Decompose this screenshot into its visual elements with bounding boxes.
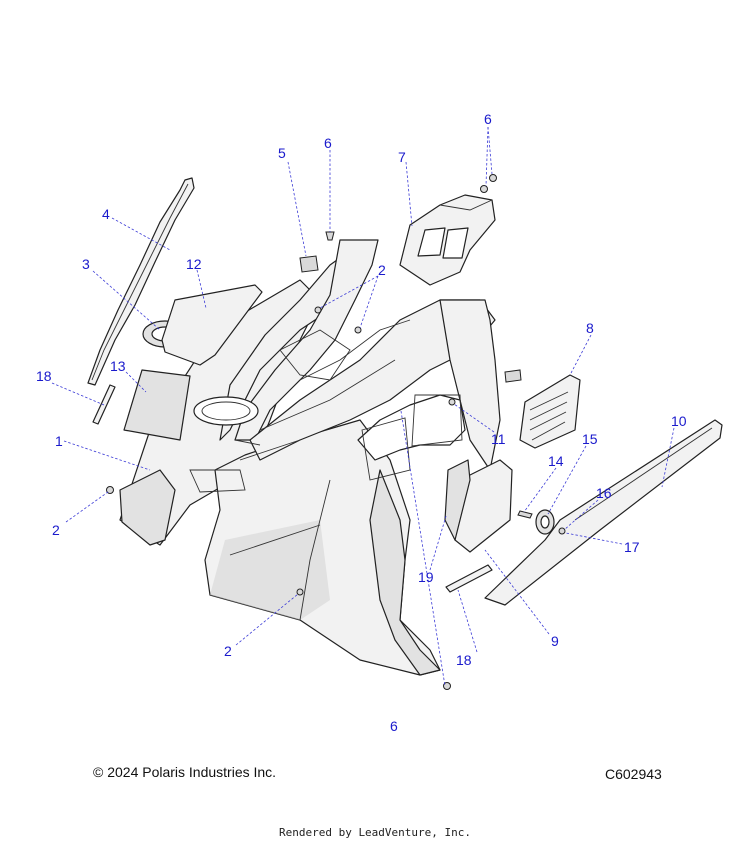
leader-lines [51, 126, 675, 687]
callout-16: 16 [596, 485, 612, 501]
part-dash-body [119, 239, 501, 676]
part-pin-left [92, 384, 116, 425]
callout-6-bottom: 6 [390, 718, 398, 734]
copyright-text: © 2024 Polaris Industries Inc. [93, 764, 277, 780]
callout-17: 17 [624, 539, 640, 555]
clip-nut-5 [299, 255, 319, 273]
callout-6-top: 6 [484, 111, 492, 127]
callout-3: 3 [82, 256, 90, 272]
hardware-fasteners [106, 174, 522, 690]
part-grommet-stack [517, 509, 566, 535]
part-pin-right [445, 564, 493, 593]
callout-10: 10 [671, 413, 687, 429]
screw-6-bottom [443, 682, 451, 690]
part-center-panel [444, 459, 513, 553]
callout-2-left: 2 [52, 522, 60, 538]
callout-2-top: 2 [378, 262, 386, 278]
callout-12: 12 [186, 256, 202, 272]
screw-11 [448, 398, 456, 406]
exploded-parts-diagram: 1 2 2 2 3 4 5 6 6 6 7 8 9 10 11 12 13 14… [36, 111, 723, 734]
callout-13: 13 [110, 358, 126, 374]
callout-7: 7 [398, 149, 406, 165]
figure-id: C602943 [605, 766, 662, 782]
callout-19: 19 [418, 569, 434, 585]
part-foam-pad [123, 369, 191, 441]
callout-18-left: 18 [36, 368, 52, 384]
screw-6-top-right [480, 185, 488, 193]
callout-14: 14 [548, 453, 564, 469]
callout-6-upper: 6 [324, 135, 332, 151]
screw-2-a [314, 306, 322, 314]
render-credit: Rendered by LeadVenture, Inc. [278, 826, 472, 839]
part-bracket [399, 194, 496, 286]
part-trim-strip [87, 177, 195, 386]
callout-11: 11 [491, 431, 506, 447]
callout-2-bottom: 2 [224, 643, 232, 659]
screw-2-left [106, 486, 114, 494]
screw-2-bottom [296, 588, 304, 596]
callout-labels: 1 2 2 2 3 4 5 6 6 6 7 8 9 10 11 12 13 14… [36, 111, 687, 734]
callout-18-right: 18 [456, 652, 472, 668]
callout-15: 15 [582, 431, 598, 447]
part-flat-panel [161, 284, 263, 366]
part-side-rail [484, 419, 723, 606]
screw-6-top-left [489, 174, 497, 182]
callout-1: 1 [55, 433, 63, 449]
screw-6-upper [325, 231, 335, 241]
screw-2-b [354, 326, 362, 334]
part-vent-grille [519, 374, 581, 449]
callout-9: 9 [551, 633, 559, 649]
callout-8: 8 [586, 320, 594, 336]
callout-5: 5 [278, 145, 286, 161]
clip-right [504, 369, 522, 383]
callout-4: 4 [102, 206, 110, 222]
